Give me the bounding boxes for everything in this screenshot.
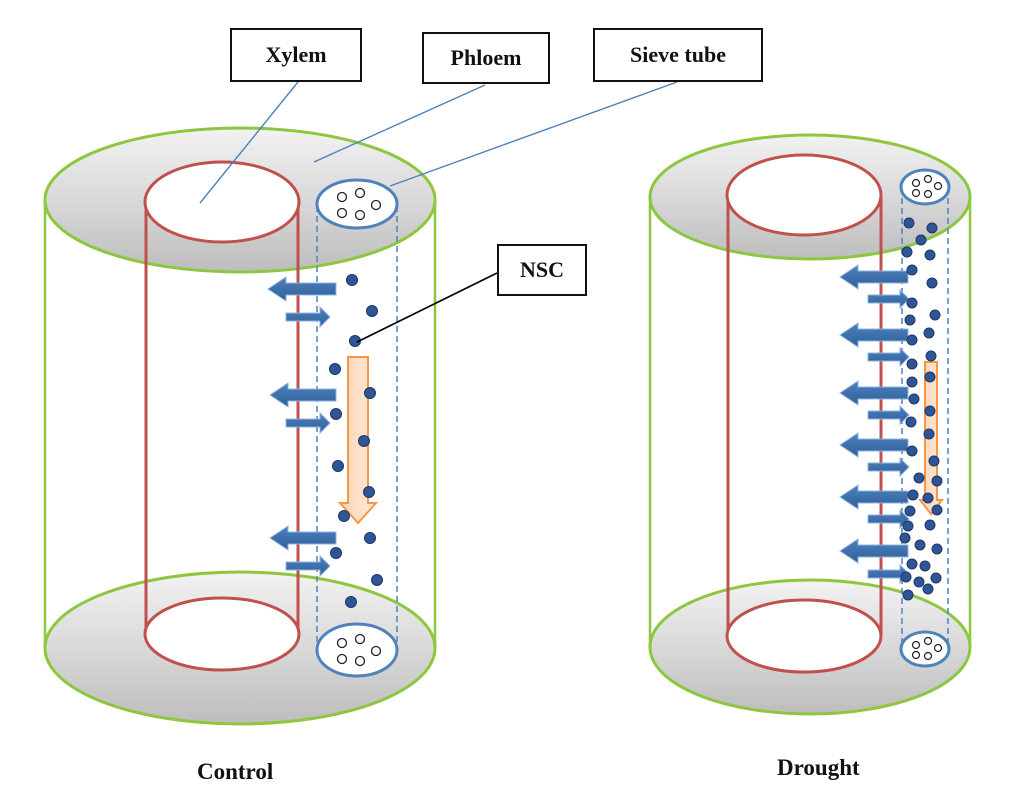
control-caption: Control [197,759,274,784]
phloem-label: Phloem [422,32,550,84]
control-xylem-top [143,160,301,244]
drought-stem [648,133,972,716]
drought-lateral-arrows [839,264,910,585]
control-sieve-top-pores [336,187,382,221]
drought-unload-arrow-4 [839,432,909,458]
control-unload-arrow-1 [267,276,337,302]
drought-unload-arrow-6 [839,538,909,564]
drought-unload-arrow-3 [839,380,909,406]
drought-reload-arrow-3 [867,404,910,426]
drought-unload-arrow-2 [839,322,909,348]
control-reload-arrow-1 [285,305,331,329]
control-lateral-arrows [267,276,337,578]
xylem-leader-line [199,81,299,204]
phloem-leader-line [313,84,486,163]
control-xylem-bottom [143,596,301,672]
drought-sieve-top-pores [911,174,943,199]
leader-lines [199,81,678,204]
control-unload-arrow-2 [269,382,337,408]
drought-reload-arrow-2 [867,346,910,368]
drought-sieve-bottom-pores [911,636,943,661]
drought-caption: Drought [777,755,860,780]
drought-reload-arrow-4 [867,456,910,478]
drought-xylem-top [725,153,883,237]
sieve-tube-leader-line [389,81,678,187]
xylem-label: Xylem [230,28,362,82]
control-unload-arrow-3 [269,525,337,551]
control-reload-arrow-2 [285,411,331,435]
drought-nsc-particles [899,217,943,601]
control-flow-arrow [337,356,379,525]
drought-xylem-bottom [725,598,883,674]
control-stem [43,126,437,726]
nsc-leader-line [356,272,498,343]
control-sieve-bottom-pores [336,633,382,667]
drought-unload-arrow-5 [839,484,909,510]
control-nsc-particles [329,274,383,608]
control-sieve-bottom [315,622,399,678]
nsc-label: NSC [497,244,587,296]
drought-reload-arrow-1 [867,288,910,310]
drought-unload-arrow-1 [839,264,909,290]
control-sieve-top [315,178,399,230]
sieve-tube-label: Sieve tube [593,28,763,82]
control-reload-arrow-3 [285,554,331,578]
